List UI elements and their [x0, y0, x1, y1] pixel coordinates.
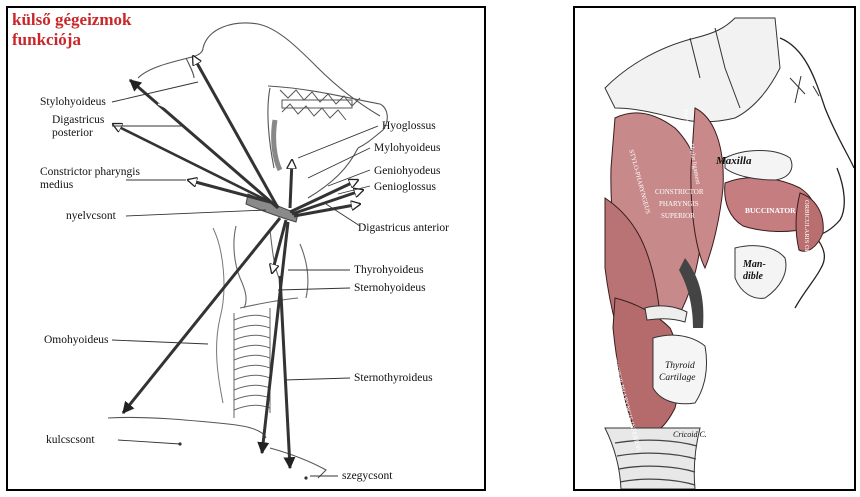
label-constrictor-superior-3: SUPERIOR [661, 210, 695, 223]
label-constrictor-1: Constrictor pharyngis [40, 166, 140, 179]
label-cricoid: Cricoid C. [673, 428, 707, 441]
label-digastricus-posterior-1: Digastricus [52, 114, 104, 127]
clavicle [108, 417, 266, 438]
label-maxilla: Maxilla [716, 155, 751, 168]
skull-outline [138, 23, 387, 198]
label-mandible-2: dible [743, 270, 763, 283]
larynx-outline [234, 226, 308, 308]
label-orbicularis: ORBICULARIS ORIS [800, 200, 813, 260]
muscle-vectors [113, 56, 363, 468]
skull-bones [605, 18, 780, 122]
label-digastricus-posterior-2: posterior [52, 127, 93, 140]
right-diagram-panel: Maxilla BUCCINATOR Man- dible CONSTRICTO… [573, 6, 856, 491]
label-omohyoideus: Omohyoideus [44, 334, 109, 347]
neck-outline [213, 228, 224, 403]
label-geniohyodeus: Geniohyodeus [374, 165, 440, 178]
label-sternothyroideus: Sternothyroideus [354, 372, 433, 385]
label-thyrohyoideus: Thyrohyoideus [354, 264, 424, 277]
left-diagram-panel: külső gégeizmok funkciója Stylohyoideus … [6, 6, 486, 491]
label-genioglossus: Genioglossus [374, 181, 436, 194]
label-sternohyoideus: Sternohyoideus [354, 282, 426, 295]
trachea [234, 308, 270, 418]
label-stylohyoideus: Stylohyoideus [40, 96, 106, 109]
tongue-muscle [274, 120, 280, 170]
label-buccinator: BUCCINATOR [745, 204, 796, 217]
label-thyroid-2: Cartilage [659, 372, 695, 385]
neck-muscle-line-drawing [8, 8, 484, 489]
label-constrictor-2: medius [40, 179, 73, 192]
title-line-2: funkciója [12, 30, 81, 50]
label-szegycsont: szegycsont [342, 470, 392, 483]
title-line-1: külső gégeizmok [12, 10, 131, 30]
label-digastricus-anterior: Digastricus anterior [358, 222, 449, 235]
label-leaders [112, 82, 378, 476]
label-hyoglossus: Hyoglossus [382, 120, 436, 133]
label-mylohyoideus: Mylohyoideus [374, 142, 440, 155]
label-kulcscsont: kulcscsont [46, 434, 95, 447]
label-nyelvcsont: nyelvcsont [66, 210, 116, 223]
sternum [270, 448, 326, 478]
